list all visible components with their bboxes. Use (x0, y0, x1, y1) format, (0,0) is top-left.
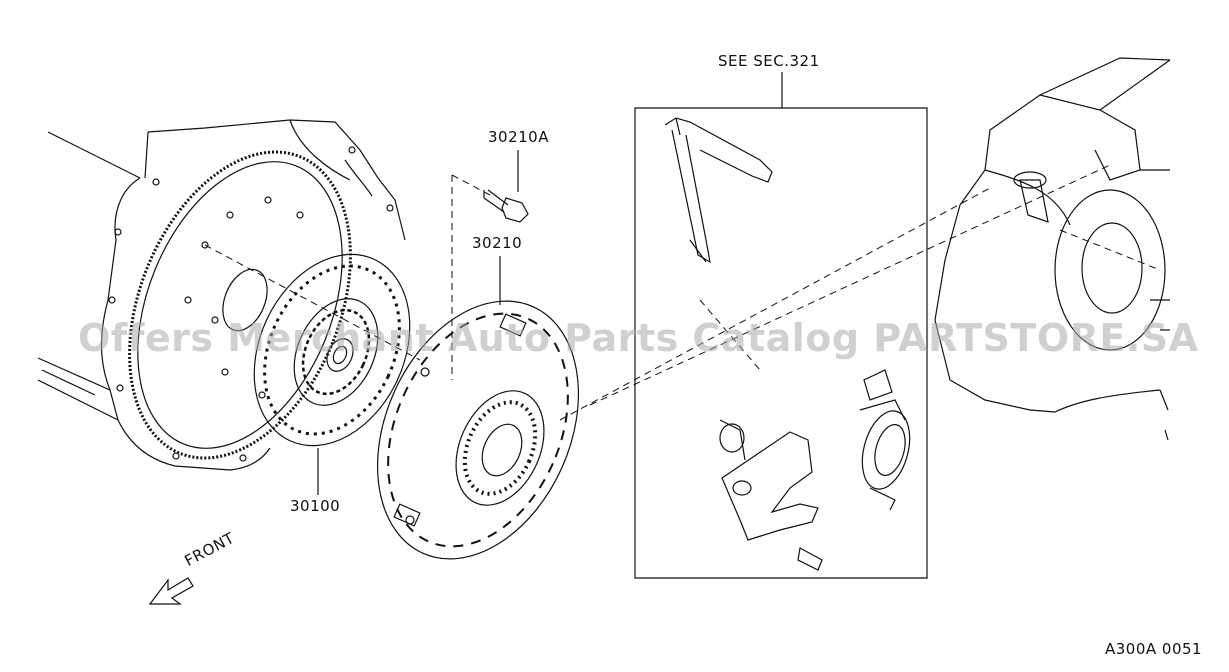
part-label-30100: 30100 (290, 497, 341, 515)
dashed-guide-lines (205, 165, 1160, 420)
part-label-30210a: 30210A (488, 128, 549, 146)
reference-note-label: SEE SEC.321 (718, 52, 820, 70)
flywheel-drawing (87, 119, 392, 491)
watermark-text: Offers Merchant Auto Parts Catalog PARTS… (78, 316, 1199, 360)
release-lever-drawing (665, 118, 918, 570)
front-arrow-icon (150, 578, 193, 604)
part-label-30210: 30210 (472, 234, 523, 252)
bolt-drawing (484, 190, 528, 222)
leader-lines (318, 72, 782, 495)
engine-block-drawing (38, 120, 405, 470)
figure-code-label: A300A 0051 (1105, 640, 1203, 658)
transmission-drawing (935, 58, 1170, 440)
clutch-cover-drawing (339, 269, 617, 590)
reference-box (635, 108, 927, 578)
clutch-disc-drawing (224, 229, 439, 471)
